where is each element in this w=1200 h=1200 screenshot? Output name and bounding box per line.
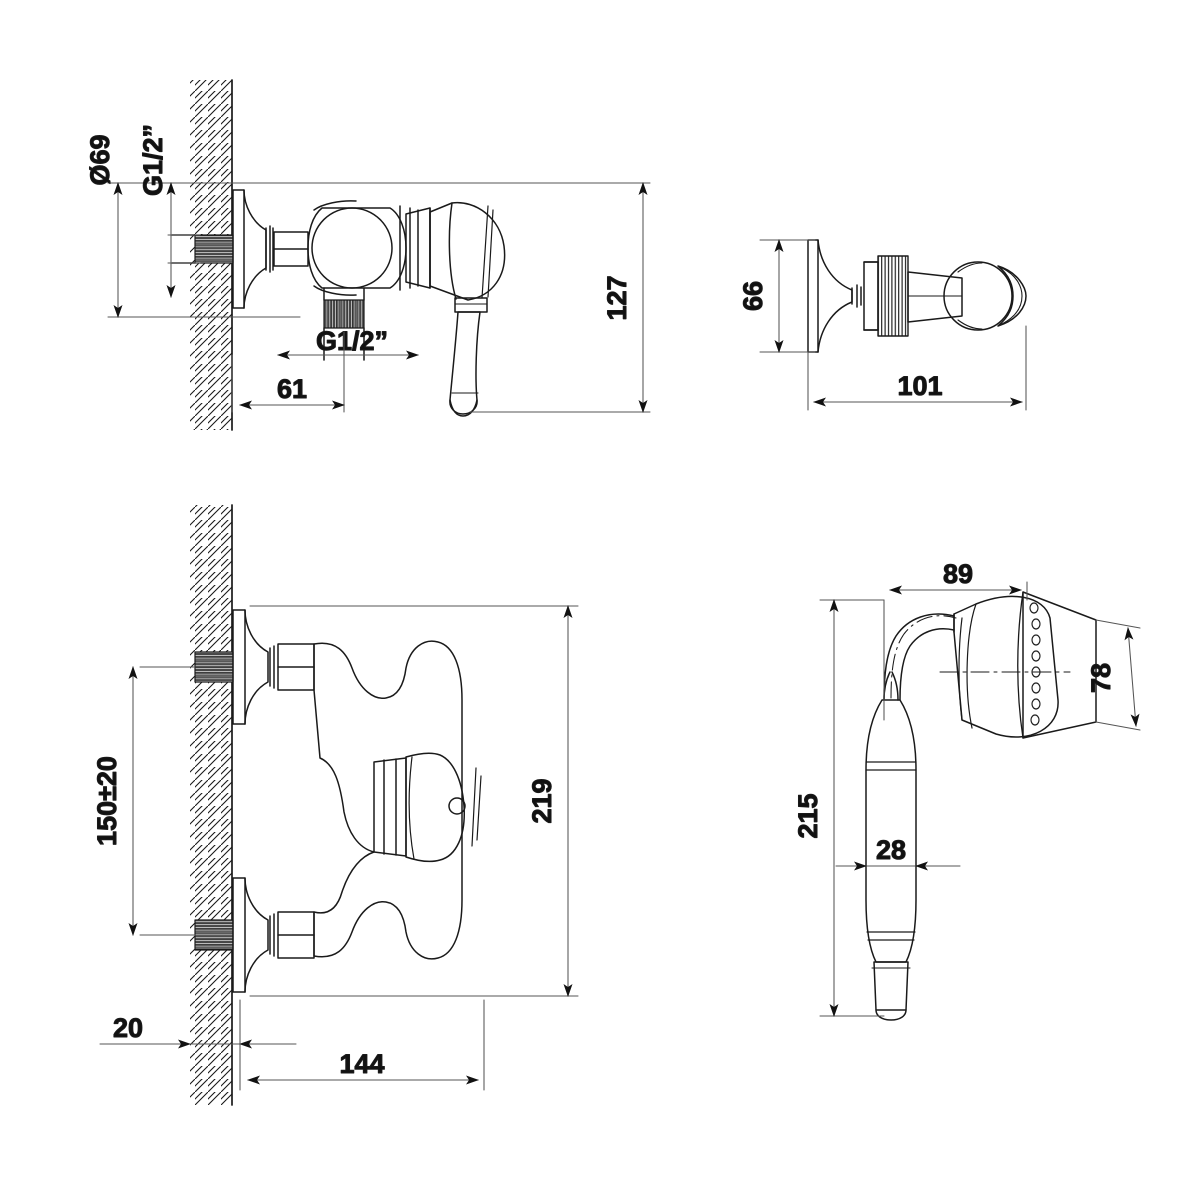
dimline-d78 [1124, 627, 1140, 727]
lever-handle-top [449, 297, 488, 417]
escutcheon-top [232, 189, 274, 309]
mixer-side-view: Ø69 G1/2” 127 G1/2” 61 [84, 79, 651, 431]
dim-label-d89: 89 [943, 559, 973, 589]
dim-label-d78: 78 [1086, 663, 1116, 693]
dim-label-d127: 127 [602, 275, 632, 320]
dim-label-d28: 28 [876, 835, 906, 865]
inlet-thread-upper [139, 651, 234, 683]
dim-label-d61: 61 [277, 374, 307, 404]
escutcheon-lower [232, 877, 315, 993]
outlet-thread-top [323, 287, 365, 361]
bracket-flange [807, 239, 862, 353]
mixer-body-front [313, 640, 463, 960]
body-neck-top [273, 231, 309, 267]
dim-label-d101: 101 [897, 371, 942, 401]
handle-dome-top [429, 201, 506, 301]
dim-label-d20: 20 [113, 1013, 143, 1043]
dimensions-front-view: 150±20 219 20 144 [91, 605, 579, 1091]
dim-label-d66: 66 [738, 281, 768, 311]
dim-label-g12-top: G1/2” [138, 124, 168, 196]
dimensions-side-view: Ø69 G1/2” 127 G1/2” 61 [84, 123, 651, 413]
bracket-knurled-nut [863, 255, 909, 337]
dim-label-d150: 150±20 [92, 756, 122, 846]
shower-nozzles [1029, 602, 1041, 726]
wall-bracket-view: 66 101 [737, 239, 1027, 411]
shower-handle [865, 671, 917, 1021]
spout-front [373, 752, 482, 863]
wall-section-bottom [190, 504, 233, 1106]
dim-label-d69: Ø69 [85, 134, 115, 185]
valve-body-top [307, 200, 411, 296]
shower-neck [883, 613, 957, 701]
dim-label-d219: 219 [527, 778, 557, 823]
dim-label-d144: 144 [339, 1049, 384, 1079]
inlet-thread-lower [139, 919, 234, 951]
shower-head [939, 591, 1097, 739]
dimensions-handshower-view: 89 78 215 28 [792, 558, 1141, 1017]
inlet-thread-top [171, 234, 234, 264]
mixer-front-view: 150±20 219 20 144 [91, 504, 579, 1106]
hand-shower-view: 89 78 215 28 [792, 558, 1141, 1021]
escutcheon-upper [232, 609, 315, 725]
dim-label-d215: 215 [793, 793, 823, 838]
dimensions-bracket-view: 66 101 [737, 239, 1027, 411]
bracket-cradle [943, 261, 1027, 331]
bracket-arm [907, 271, 963, 323]
dim-label-g12-out: G1/2” [316, 326, 388, 356]
